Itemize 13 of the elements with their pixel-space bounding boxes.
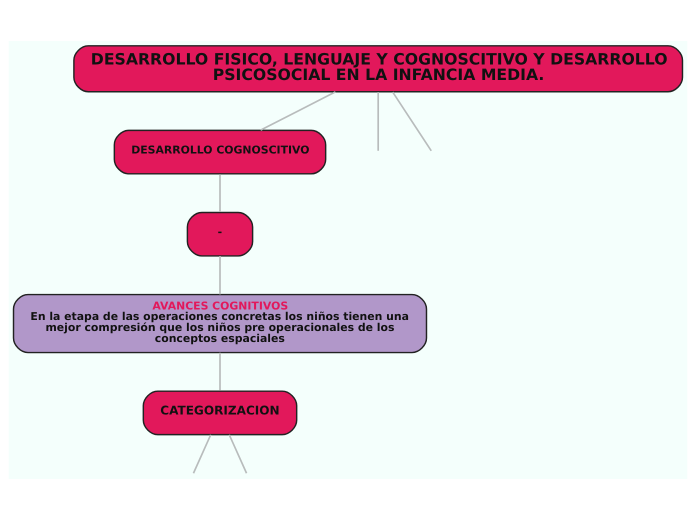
node-box: DESARROLLO COGNOSCITIVO [114,130,326,175]
node-box: DESARROLLO FISICO, LENGUAJE Y COGNOSCITIVO Y DESARROLLO PSICOSOCIAL EN LA INFANCIA MEDIA. [73,45,684,92]
connector [260,91,336,131]
connector [219,174,221,212]
connector [392,92,432,152]
connector [192,434,212,474]
connector [219,352,221,391]
node-box: CATEGORIZACION [142,390,298,436]
connector [219,256,221,294]
node-box: AVANCES COGNITIVOS En la etapa de las operaciones concretas los niños tienen una mejor compresión que los niños pre operacionales de los conceptos espaciales [12,294,428,354]
connector [377,92,380,151]
node-box: - [186,212,254,257]
connector [228,434,248,474]
